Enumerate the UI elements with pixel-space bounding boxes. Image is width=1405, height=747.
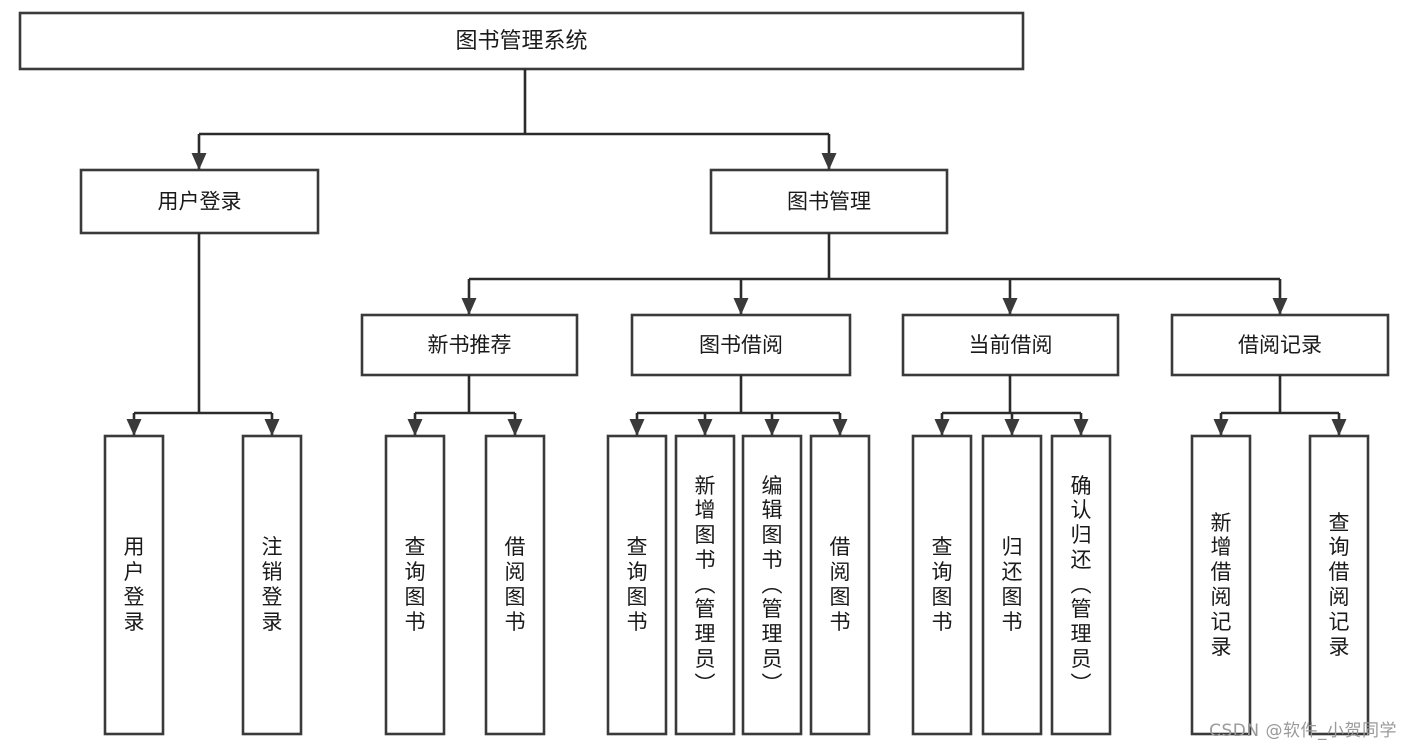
conn-root-arrow-0	[191, 153, 207, 170]
node-root-system[interactable]: 图书管理系统	[18, 11, 1025, 71]
node-leaf-return-book[interactable]	[981, 434, 1043, 736]
node-leaf-confirm-return[interactable]	[1050, 434, 1112, 736]
conn-bookborrow-arrow-0	[629, 419, 645, 436]
node-user-login-rect[interactable]	[79, 168, 320, 235]
node-user-login[interactable]: 用户登录	[79, 168, 320, 235]
node-current-borrow-rect[interactable]	[901, 313, 1120, 377]
node-borrow-record[interactable]: 借阅记录	[1170, 313, 1390, 377]
conn-userlogin-arrow-0	[126, 419, 142, 436]
node-book-manage[interactable]: 图书管理	[709, 168, 949, 235]
node-leaf-query-record[interactable]	[1308, 434, 1370, 736]
node-root-system-rect[interactable]	[18, 11, 1025, 71]
node-leaf-logout[interactable]	[241, 434, 303, 736]
conn-borrowrecord-arrow-0	[1213, 419, 1229, 436]
node-leaf-query-book-1-rect[interactable]	[384, 434, 446, 736]
conn-bookborrow-arrow-2	[764, 419, 780, 436]
node-leaf-logout-rect[interactable]	[241, 434, 303, 736]
node-leaf-borrow-book-2-rect[interactable]	[809, 434, 871, 736]
node-new-book-recommend[interactable]: 新书推荐	[360, 313, 579, 377]
node-leaf-user-login-rect[interactable]	[103, 434, 165, 736]
conn-bookborrow-arrow-3	[832, 419, 848, 436]
node-leaf-edit-book[interactable]	[741, 434, 803, 736]
node-leaf-add-book-rect[interactable]	[674, 434, 736, 736]
node-leaf-query-book-3-rect[interactable]	[911, 434, 973, 736]
node-current-borrow-label: 当前借阅	[969, 333, 1053, 357]
node-current-borrow[interactable]: 当前借阅	[901, 313, 1120, 377]
conn-currentborrow-arrow-2	[1073, 419, 1089, 436]
node-new-book-recommend-rect[interactable]	[360, 313, 579, 377]
node-leaf-borrow-book-1[interactable]	[484, 434, 546, 736]
conn-borrowrecord-arrow-1	[1331, 419, 1347, 436]
node-leaf-return-book-rect[interactable]	[981, 434, 1043, 736]
node-leaf-add-book[interactable]	[674, 434, 736, 736]
node-leaf-borrow-book-1-rect[interactable]	[484, 434, 546, 736]
node-book-borrow-label: 图书借阅	[699, 333, 783, 357]
node-leaf-confirm-return-rect[interactable]	[1050, 434, 1112, 736]
node-book-borrow[interactable]: 图书借阅	[630, 313, 852, 377]
conn-bookmanage-arrow-3	[1272, 298, 1288, 315]
conn-currentborrow-arrow-1	[1004, 419, 1020, 436]
node-leaf-add-record-rect[interactable]	[1190, 434, 1252, 736]
node-leaf-add-record[interactable]	[1190, 434, 1252, 736]
node-leaf-edit-book-rect[interactable]	[741, 434, 803, 736]
node-book-manage-label: 图书管理	[787, 190, 871, 214]
conn-bookmanage-arrow-2	[1002, 298, 1018, 315]
node-leaf-user-login[interactable]	[103, 434, 165, 736]
node-leaf-query-record-rect[interactable]	[1308, 434, 1370, 736]
node-leaf-query-book-3[interactable]	[911, 434, 973, 736]
conn-userlogin-arrow-1	[264, 419, 280, 436]
watermark-text: CSDN @软件_小贺同学	[1209, 721, 1397, 741]
conn-bookmanage-arrow-1	[733, 298, 749, 315]
node-new-book-recommend-label: 新书推荐	[428, 333, 512, 357]
node-leaf-borrow-book-2[interactable]	[809, 434, 871, 736]
conn-bookborrow-arrow-1	[697, 419, 713, 436]
conn-currentborrow-arrow-0	[934, 419, 950, 436]
conn-bookmanage-arrow-0	[461, 298, 477, 315]
conn-recommend-arrow-0	[407, 419, 423, 436]
node-leaf-query-book-1[interactable]	[384, 434, 446, 736]
conn-recommend-arrow-1	[507, 419, 523, 436]
node-root-system-label: 图书管理系统	[455, 29, 587, 54]
node-leaf-query-book-2-rect[interactable]	[606, 434, 668, 736]
node-borrow-record-label: 借阅记录	[1238, 333, 1322, 357]
node-user-login-label: 用户登录	[158, 190, 242, 214]
node-leaf-query-book-2[interactable]	[606, 434, 668, 736]
conn-root-arrow-1	[821, 153, 837, 170]
